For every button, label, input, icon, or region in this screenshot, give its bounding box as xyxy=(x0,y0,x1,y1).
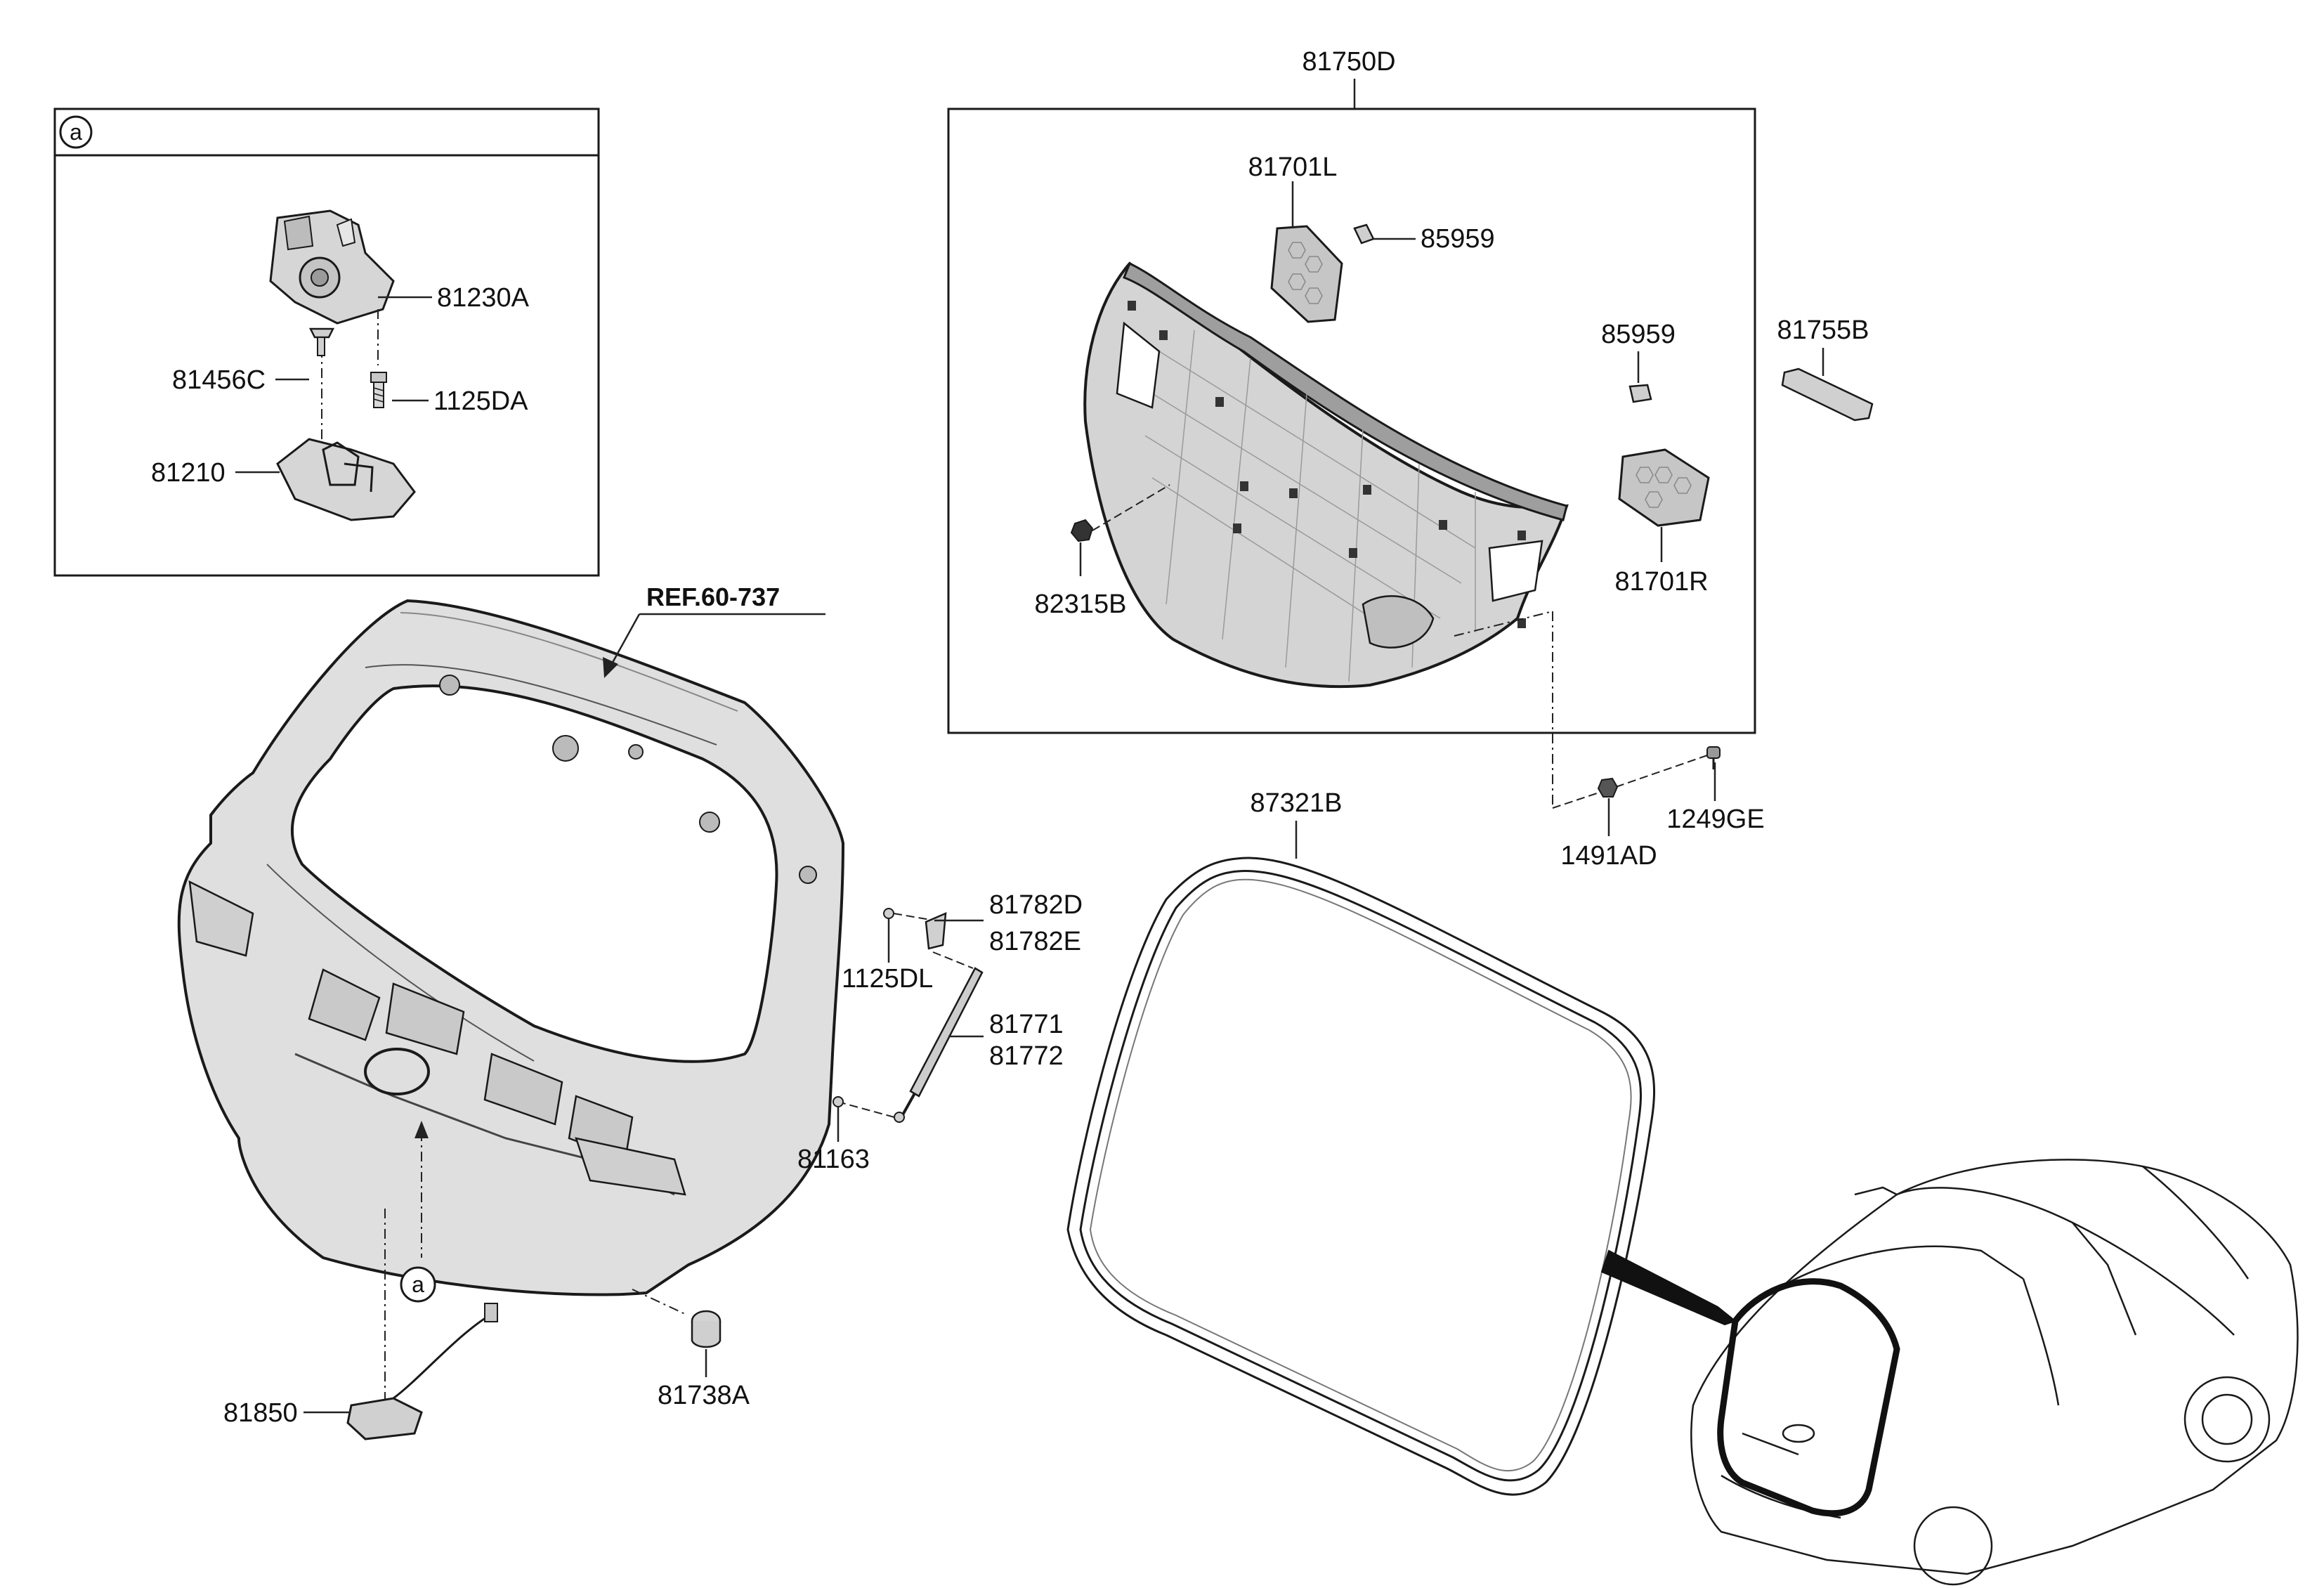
clip-top-part xyxy=(1353,223,1375,245)
vehicle-illustration xyxy=(1690,1159,2299,1586)
screw-1249GE-part xyxy=(1706,746,1721,769)
fastener-part xyxy=(1070,519,1094,542)
pin-part xyxy=(308,327,335,356)
clip-1491AD-part xyxy=(1597,777,1619,798)
tailgate-panel xyxy=(177,599,845,1296)
weatherstrip-part xyxy=(1066,857,1656,1496)
bumper-stop-part xyxy=(691,1310,722,1348)
panel-assembly-box: 81750D xyxy=(947,47,1756,734)
striker-part xyxy=(276,438,416,521)
gas-strut-group xyxy=(833,908,984,1123)
handle-switch-part xyxy=(346,1303,498,1440)
label-81755B: 81755B xyxy=(1777,315,1869,345)
label-1125DL: 1125DL xyxy=(842,964,933,994)
label-81456C: 81456C xyxy=(172,365,266,395)
label-81782D: 81782D xyxy=(989,890,1083,920)
label-81750D: 81750D xyxy=(1302,47,1395,77)
vehicle-emblem xyxy=(1782,1424,1815,1443)
label-81771: 81771 xyxy=(989,1010,1064,1039)
svg-text:a: a xyxy=(70,119,82,145)
label-81772: 81772 xyxy=(989,1041,1064,1071)
ref-label: REF.60-737 xyxy=(646,583,780,611)
label-1249GE: 1249GE xyxy=(1666,805,1764,834)
trim-bracket-part xyxy=(1781,367,1874,422)
label-1125DA: 1125DA xyxy=(433,386,528,416)
label-81701R: 81701R xyxy=(1614,567,1708,597)
inset-a-badge: a xyxy=(59,115,93,149)
label-82315B: 82315B xyxy=(1034,590,1126,619)
label-85959-mid: 85959 xyxy=(1601,320,1676,349)
label-81701L: 81701L xyxy=(1248,152,1338,182)
label-81782E: 81782E xyxy=(989,927,1081,956)
reference-callout: REF.60-737 xyxy=(603,583,825,678)
bolt-part xyxy=(370,372,387,408)
svg-text:a: a xyxy=(412,1272,424,1297)
vehicle-tailgate-highlight xyxy=(1717,1278,1900,1517)
label-81230A: 81230A xyxy=(437,283,530,313)
label-81850: 81850 xyxy=(223,1398,298,1428)
cover-right-part xyxy=(1618,448,1710,527)
clip-mid-part xyxy=(1628,384,1652,403)
label-85959-top: 85959 xyxy=(1421,224,1495,254)
label-81738A: 81738A xyxy=(658,1381,750,1410)
cover-left-part xyxy=(1270,225,1343,323)
label-81163: 81163 xyxy=(797,1145,870,1174)
label-1491AD: 1491AD xyxy=(1560,841,1657,871)
label-81210: 81210 xyxy=(151,458,226,488)
tailgate-detail-badge: a xyxy=(400,1266,436,1303)
latch-actuator-part xyxy=(269,209,395,325)
inset-a-box: a 81230A 81456C 1125 xyxy=(53,108,600,577)
trim-panel-part xyxy=(1083,261,1569,689)
label-87321B: 87321B xyxy=(1250,788,1342,818)
